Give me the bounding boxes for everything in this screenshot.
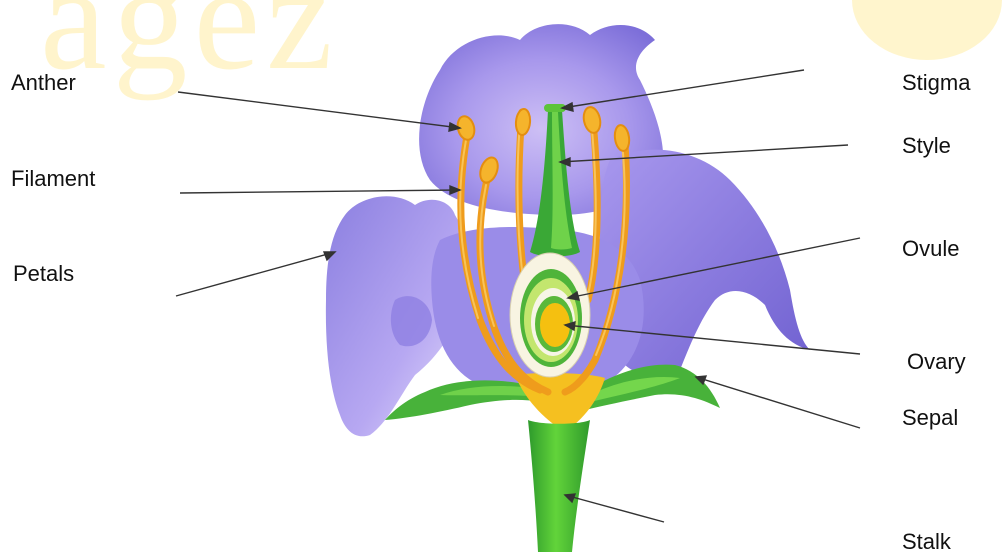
label-style: Style xyxy=(902,135,951,157)
stalk xyxy=(528,420,590,552)
pointer-petals xyxy=(176,252,335,296)
label-ovule: Ovule xyxy=(902,238,959,260)
pointer-sepal xyxy=(696,377,860,428)
pointer-anther xyxy=(178,92,460,128)
label-stalk: Stalk xyxy=(902,531,951,553)
label-petals: Petals xyxy=(13,263,74,285)
label-anther: Anther xyxy=(11,72,76,94)
label-stigma: Stigma xyxy=(902,72,970,94)
pointer-filament xyxy=(180,190,460,193)
label-ovary: Ovary xyxy=(907,351,966,373)
label-sepal: Sepal xyxy=(902,407,958,429)
sepal-left xyxy=(385,380,540,420)
label-filament: Filament xyxy=(11,168,95,190)
pointer-stalk xyxy=(565,495,664,522)
